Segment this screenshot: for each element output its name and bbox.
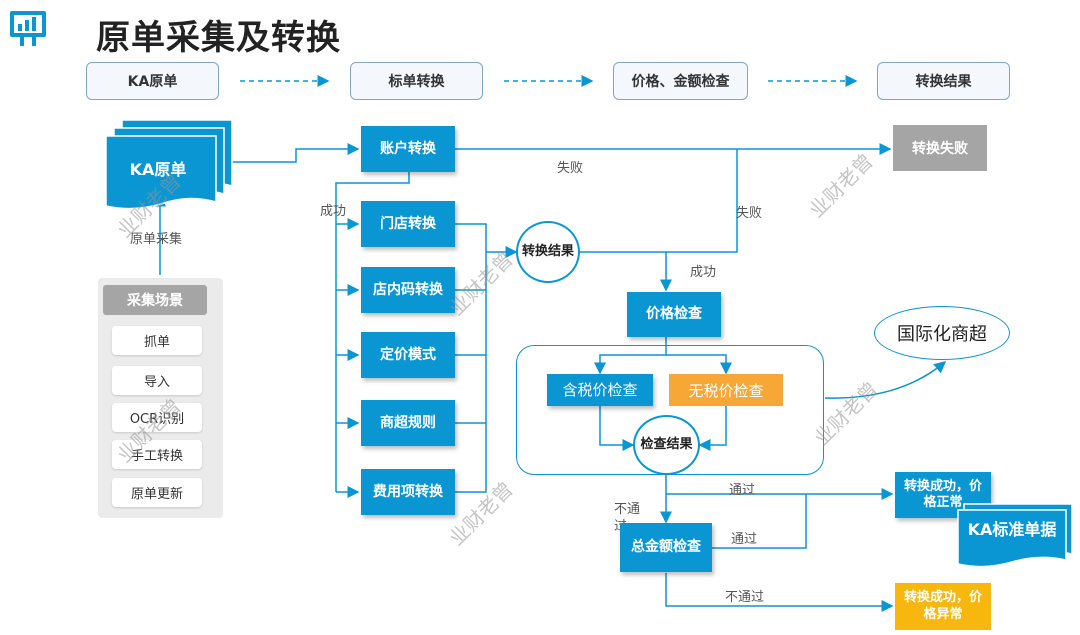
success-label-2: 成功 [690,265,717,280]
pass-label-1: 通过 [729,483,756,498]
scenario-ocr: OCR识别 [112,403,202,432]
ka-original-label: KA原单 [129,160,187,179]
international-retail-node: 国际化商超 [874,306,1010,360]
total-amount-check: 总金额检查 [620,523,712,572]
conversion-failed-box: 转换失败 [893,125,987,171]
account-conversion: 账户转换 [361,126,455,172]
stage-conversion-result: 转换结果 [877,62,1010,100]
not-pass-label-2: 不通过 [725,590,765,605]
scenario-update: 原单更新 [112,478,202,507]
stage-standard-conversion: 标单转换 [350,62,483,100]
ka-standard-document-icon [957,503,1073,568]
ka-standard-label: KA标准单据 [967,520,1057,539]
tax-included-check: 含税价检查 [547,374,653,406]
store-conversion: 门店转换 [361,201,455,247]
panel-title: 采集场景 [103,285,207,315]
ka-document-stack-icon [105,119,233,208]
retailer-rules: 商超规则 [361,400,455,446]
tax-excluded-check: 无税价检查 [669,374,783,406]
fail-label-2: 失败 [736,206,763,221]
collect-label: 原单采集 [130,232,183,247]
convert-result-node: 转换结果 [516,221,580,283]
fail-label-1: 失败 [557,161,584,176]
in-store-code-conversion: 店内码转换 [361,267,455,313]
pricing-mode: 定价模式 [361,332,455,378]
price-check-box: 价格检查 [627,292,721,337]
success-price-abnormal: 转换成功，价格异常 [895,583,991,630]
success-price-normal: 转换成功，价格正常 [895,472,991,518]
page-title: 原单采集及转换 [96,18,341,58]
check-result-node: 检查结果 [633,415,700,475]
stage-price-amount-check: 价格、金额检查 [613,62,748,100]
scenario-grab: 抓单 [112,326,202,355]
presentation-chart-icon [10,11,46,46]
scenario-import: 导入 [112,366,202,395]
expense-item-conversion: 费用项转换 [361,469,455,515]
stage-ka-original: KA原单 [86,62,219,100]
success-label-1: 成功 [320,204,347,219]
scenario-manual: 手工转换 [112,440,202,469]
pass-label-2: 通过 [731,532,758,547]
